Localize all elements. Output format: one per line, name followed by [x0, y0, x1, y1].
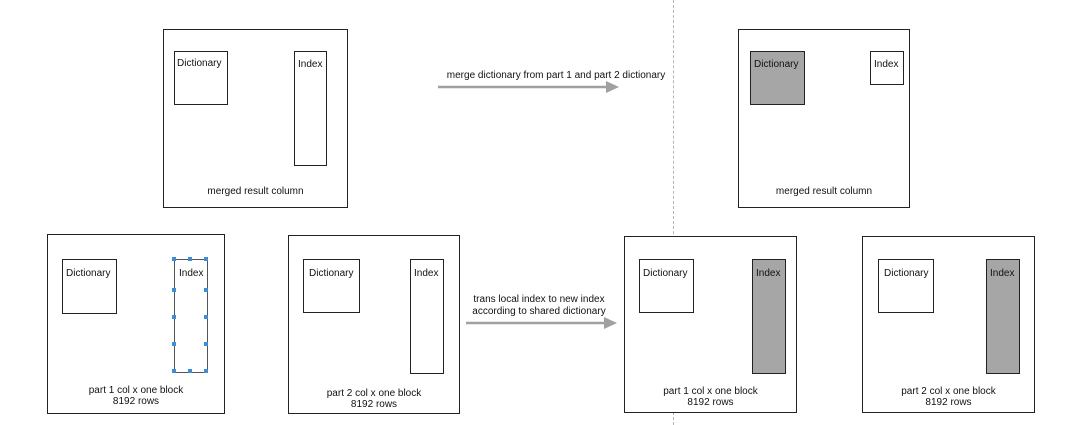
bottom-arrow-label-line1: trans local index to new index: [473, 294, 605, 305]
top-arrow: [438, 81, 619, 93]
dictionary-label: Dictionary: [643, 268, 688, 279]
dictionary-box: Dictionary: [639, 259, 694, 313]
index-box-selected[interactable]: Index: [172, 257, 208, 373]
bottom-arrow-label-line2: according to shared dictionary: [472, 306, 606, 317]
bottom-arrow: [466, 317, 617, 329]
merged-column-before: Dictionary Index merged result column: [163, 29, 348, 208]
index-box: Index: [410, 259, 444, 374]
part1-block-before: Dictionary Index part 1 col x one block …: [47, 234, 225, 414]
index-box: Index: [870, 51, 904, 85]
dictionary-box: Dictionary: [62, 259, 117, 314]
new-index-box: Index: [986, 259, 1020, 374]
index-label: Index: [874, 59, 899, 70]
selection-handle[interactable]: [172, 342, 176, 346]
part2-block-before: Dictionary Index part 2 col x one block …: [288, 235, 460, 414]
selection-handle[interactable]: [204, 288, 208, 292]
dictionary-box: Dictionary: [303, 259, 360, 313]
merged-column-after: Dictionary Index merged result column: [738, 29, 910, 208]
new-index-box: Index: [752, 259, 786, 374]
index-label: Index: [298, 59, 323, 70]
section-divider: [673, 0, 674, 425]
part1-block-after: Dictionary Index part 1 col x one block …: [624, 236, 797, 413]
selection-handle[interactable]: [188, 369, 192, 373]
index-label: Index: [756, 268, 781, 279]
merged-caption: merged result column: [775, 186, 873, 197]
selection-handle[interactable]: [172, 369, 176, 373]
part1-caption: part 1 col x one block: [663, 386, 758, 397]
part2-caption: part 2 col x one block: [901, 386, 996, 397]
rows-caption: 8192 rows: [925, 397, 972, 408]
part2-block-after: Dictionary Index part 2 col x one block …: [862, 236, 1035, 413]
index-label: Index: [179, 268, 204, 279]
selection-handle[interactable]: [204, 315, 208, 319]
rows-caption: 8192 rows: [687, 397, 734, 408]
dictionary-label: Dictionary: [309, 268, 354, 279]
merged-caption: merged result column: [207, 186, 304, 197]
index-box: Index: [294, 51, 327, 166]
part2-caption: part 2 col x one block: [326, 388, 422, 399]
rows-caption: 8192 rows: [112, 396, 160, 407]
selection-handle[interactable]: [204, 342, 208, 346]
selection-handle[interactable]: [172, 315, 176, 319]
selection-handle[interactable]: [172, 288, 176, 292]
dictionary-label: Dictionary: [754, 59, 799, 70]
rows-caption: 8192 rows: [350, 399, 398, 410]
dictionary-label: Dictionary: [66, 268, 111, 279]
selection-handle[interactable]: [204, 369, 208, 373]
dictionary-label: Dictionary: [177, 58, 222, 69]
selection-handle[interactable]: [172, 257, 176, 261]
part1-caption: part 1 col x one block: [88, 385, 184, 396]
top-arrow-label: merge dictionary from part 1 and part 2 …: [446, 70, 666, 81]
selection-handle[interactable]: [204, 257, 208, 261]
index-label: Index: [990, 268, 1015, 279]
dictionary-box: Dictionary: [174, 51, 228, 105]
selection-handle[interactable]: [188, 257, 192, 261]
dictionary-box: Dictionary: [878, 259, 934, 313]
shared-dictionary-box: Dictionary: [750, 51, 805, 105]
index-label: Index: [414, 268, 439, 279]
dictionary-label: Dictionary: [884, 268, 929, 279]
